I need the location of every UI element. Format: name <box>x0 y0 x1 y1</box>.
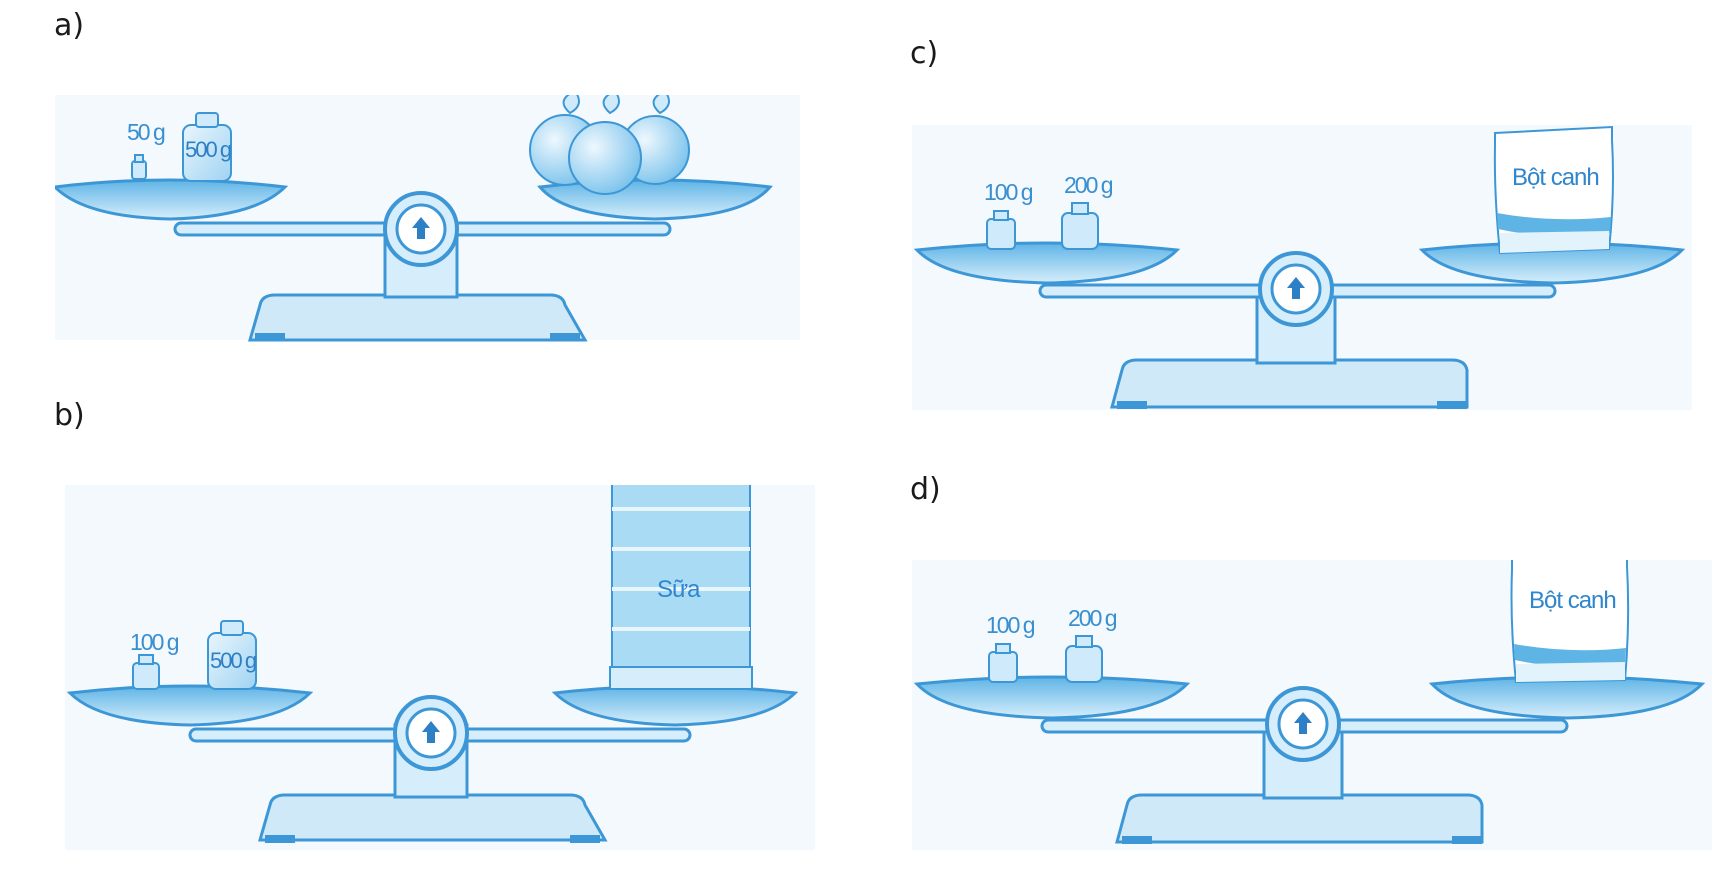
package-label: Bột canh <box>1512 164 1599 191</box>
scale-base <box>1115 793 1484 844</box>
apples <box>529 95 690 195</box>
weight-label: 50 g <box>127 119 165 145</box>
scale-c: 100 g 200 g Bột canh <box>912 125 1692 415</box>
left-pan <box>913 675 1191 720</box>
part-c-label: c) <box>910 36 939 71</box>
weight-label: 200 g <box>1064 172 1113 198</box>
arrow-up-icon <box>412 217 430 239</box>
package-label: Bột canh <box>1529 587 1616 614</box>
left-pan <box>913 241 1181 285</box>
scale-base <box>248 293 588 342</box>
weight-100g <box>132 654 160 690</box>
left-pan <box>55 178 289 221</box>
part-b-label: b) <box>54 398 85 433</box>
part-d-label: d) <box>910 472 941 507</box>
seasoning-package <box>1510 560 1630 684</box>
weight-500g <box>182 112 232 182</box>
milk-can-label: Sữa <box>657 576 701 603</box>
scale-d: 100 g 200 g Bột canh <box>912 560 1712 855</box>
arrow-up-icon <box>1287 277 1305 299</box>
weight-label: 500 g <box>210 648 256 673</box>
weight-50g <box>131 154 147 180</box>
scale-base <box>1110 358 1469 409</box>
weight-label: 500 g <box>185 137 231 162</box>
weight-label: 200 g <box>1068 605 1117 631</box>
scale-b: 100 g 500 g Sữa <box>65 485 815 865</box>
weight-label: 100 g <box>986 612 1035 638</box>
scale-base <box>258 793 608 842</box>
weight-200g <box>1061 202 1099 250</box>
milk-can <box>609 485 753 690</box>
seasoning-package <box>1493 125 1614 255</box>
arrow-up-icon <box>1294 712 1312 734</box>
weight-label: 100 g <box>130 629 179 655</box>
part-a-label: a) <box>54 8 85 43</box>
left-pan <box>66 684 314 727</box>
weight-100g <box>986 210 1016 250</box>
weight-100g <box>988 643 1018 683</box>
weight-200g <box>1065 635 1103 683</box>
arrow-up-icon <box>422 721 440 743</box>
scale-a: 50 g 500 g <box>55 95 800 345</box>
weight-label: 100 g <box>984 179 1033 205</box>
weight-500g <box>207 620 257 690</box>
